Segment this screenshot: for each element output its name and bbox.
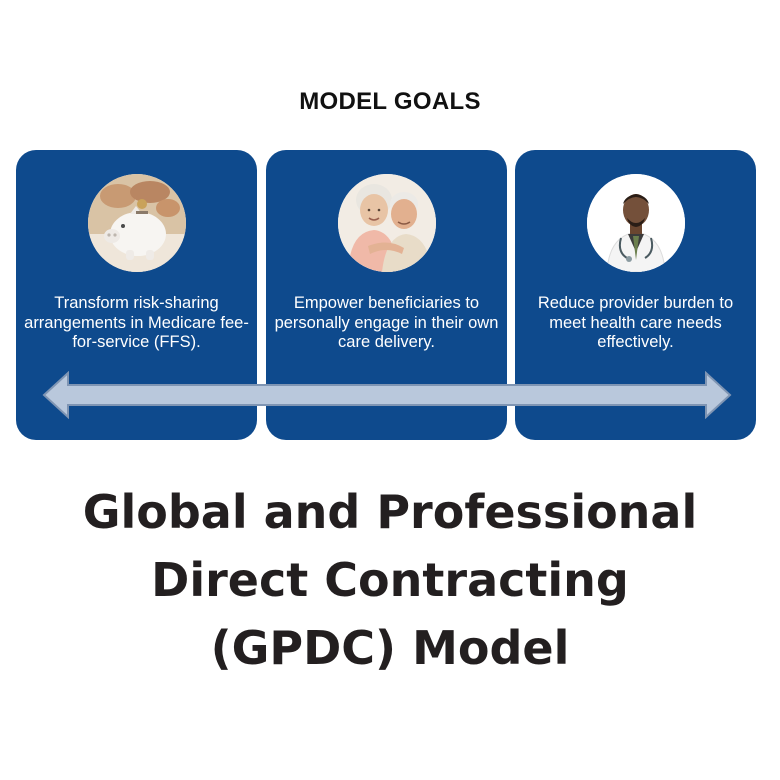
- elderly-couple-photo-icon: [338, 174, 436, 272]
- page-title: Global and Professional Direct Contracti…: [0, 478, 780, 682]
- doctor-photo-icon: [587, 174, 685, 272]
- title-line-3: (GPDC) Model: [210, 621, 570, 675]
- goal-text-provider-burden: Reduce provider burden to meet health ca…: [537, 294, 734, 351]
- model-goals-heading: MODEL GOALS: [299, 88, 481, 115]
- double-arrow-icon: [42, 371, 732, 419]
- piggy-bank-photo-icon: [88, 174, 186, 272]
- title-line-1: Global and Professional: [82, 485, 698, 539]
- title-line-2: Direct Contracting: [151, 553, 629, 607]
- goal-text-risk-sharing: Transform risk-sharing arrangements in M…: [24, 294, 249, 351]
- goal-text-beneficiaries: Empower beneficiaries to personally enga…: [274, 294, 499, 351]
